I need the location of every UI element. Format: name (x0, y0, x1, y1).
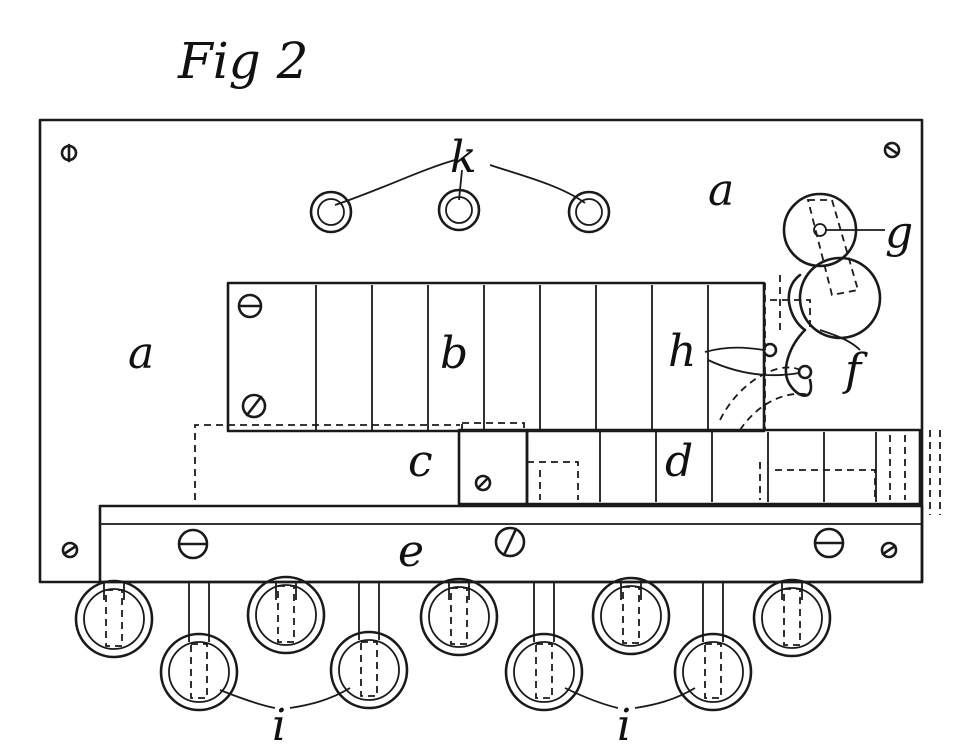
slide-c-screw (474, 474, 492, 492)
label-b: b (440, 328, 468, 379)
carriage-d-teeth (527, 430, 941, 515)
wheel-g-hidden (806, 199, 860, 297)
label-a-left: a (128, 328, 154, 379)
mechanism-hidden (719, 275, 811, 431)
key-bottom-4 (673, 582, 753, 712)
figure-title: Fig 2 (177, 32, 308, 90)
key-top-4 (591, 576, 671, 656)
socket-k-1 (309, 190, 353, 234)
carriage-d-slats (599, 432, 877, 502)
block-b-screw-top (237, 293, 263, 319)
socket-k-3 (567, 190, 611, 234)
corner-screw-top-left (60, 143, 78, 163)
label-a-top: a (708, 165, 734, 216)
leader-i-left (219, 687, 351, 709)
label-i-right: i (617, 700, 631, 751)
corner-screw-top-right (883, 141, 901, 159)
bar-e-screw-3 (813, 527, 845, 559)
corner-screw-bottom-left (61, 541, 79, 559)
key-bottom-1 (159, 582, 239, 712)
slide-c (457, 428, 529, 506)
label-c: c (408, 436, 433, 487)
lever-f (798, 256, 882, 340)
label-h: h (668, 326, 696, 377)
label-k: k (450, 132, 477, 183)
pin-h-lower (797, 364, 813, 380)
bar-e (98, 504, 924, 584)
key-bottom-2 (329, 582, 409, 710)
corner-screw-bottom-right (880, 541, 898, 559)
key-top-5 (752, 578, 832, 658)
lever-f-arm (784, 273, 813, 397)
bar-e-screw-1 (177, 528, 209, 560)
key-top-2 (246, 575, 326, 655)
bar-e-screw-2 (494, 526, 526, 558)
carriage-d (525, 428, 922, 506)
key-bottom-3 (504, 582, 584, 712)
leader-f (819, 329, 861, 351)
leader-k (334, 159, 586, 206)
label-g: g (885, 207, 913, 258)
key-top-3 (419, 577, 499, 657)
label-e: e (398, 526, 424, 577)
leader-h (704, 346, 800, 377)
label-i-left: i (272, 700, 286, 751)
label-d: d (665, 436, 693, 487)
slide-c-hidden (461, 422, 525, 432)
block-b-screw-bottom (241, 393, 267, 419)
label-f: f (842, 345, 868, 396)
leader-i-right (564, 687, 696, 709)
key-top-1 (74, 579, 154, 659)
keys-i (74, 575, 832, 712)
block-b-slats (315, 285, 709, 430)
